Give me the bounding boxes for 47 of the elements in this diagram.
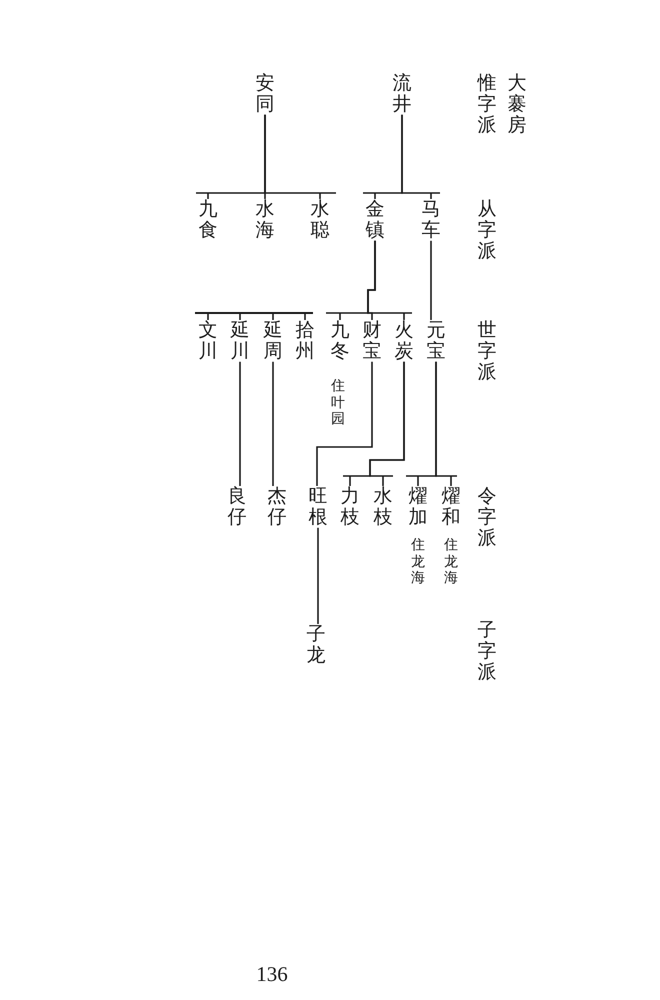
person-name: 九食 (198, 199, 218, 241)
branch-name: 大褰房 (508, 73, 526, 136)
person-name: 马车 (422, 199, 440, 241)
lineage-line (304, 314, 306, 320)
person-name: 财宝 (362, 320, 382, 362)
person-name: 金镇 (366, 199, 384, 241)
person-name: 文川 (198, 320, 218, 362)
lineage-line (239, 362, 241, 486)
person-name: 安同 (256, 73, 274, 115)
lineage-line (316, 362, 373, 486)
lineage-line (401, 114, 441, 199)
person-name: 旺根 (308, 486, 328, 528)
lineage-line (207, 314, 209, 320)
person-name: 延川 (230, 320, 250, 362)
lineage-line (272, 362, 274, 486)
page-number: 136 (256, 962, 288, 987)
lineage-line (369, 362, 405, 486)
person-name: 水聪 (310, 199, 330, 241)
person-name: 燿加 (408, 486, 428, 528)
person-name: 水海 (256, 199, 274, 241)
lineage-line (264, 114, 337, 199)
lineage-line (435, 362, 458, 486)
lineage-line (317, 528, 319, 624)
generation-label: 从字派 (478, 199, 496, 262)
person-name: 燿和 (442, 486, 460, 528)
person-name: 流井 (392, 73, 412, 115)
residence-note: 住叶园 (331, 378, 345, 428)
lineage-line (430, 240, 432, 320)
generation-label: 令字派 (478, 486, 496, 549)
person-name: 拾州 (296, 320, 314, 362)
person-name: 良仔 (228, 486, 246, 528)
person-name: 九冬 (330, 320, 350, 362)
generation-label: 子字派 (478, 620, 496, 683)
residence-note: 住龙海 (444, 537, 458, 587)
generation-label: 世字派 (478, 320, 496, 383)
lineage-line (239, 314, 241, 320)
person-name: 杰仔 (268, 486, 286, 528)
person-name: 水枝 (374, 486, 392, 528)
lineage-line (272, 314, 274, 320)
residence-note: 住龙海 (411, 537, 425, 587)
lineage-line (367, 240, 413, 320)
person-name: 火炭 (394, 320, 414, 362)
person-name: 延周 (264, 320, 282, 362)
generation-label: 惟字派 (478, 73, 496, 136)
person-name: 子龙 (306, 624, 326, 666)
person-name: 元宝 (426, 320, 446, 362)
person-name: 力枝 (340, 486, 360, 528)
